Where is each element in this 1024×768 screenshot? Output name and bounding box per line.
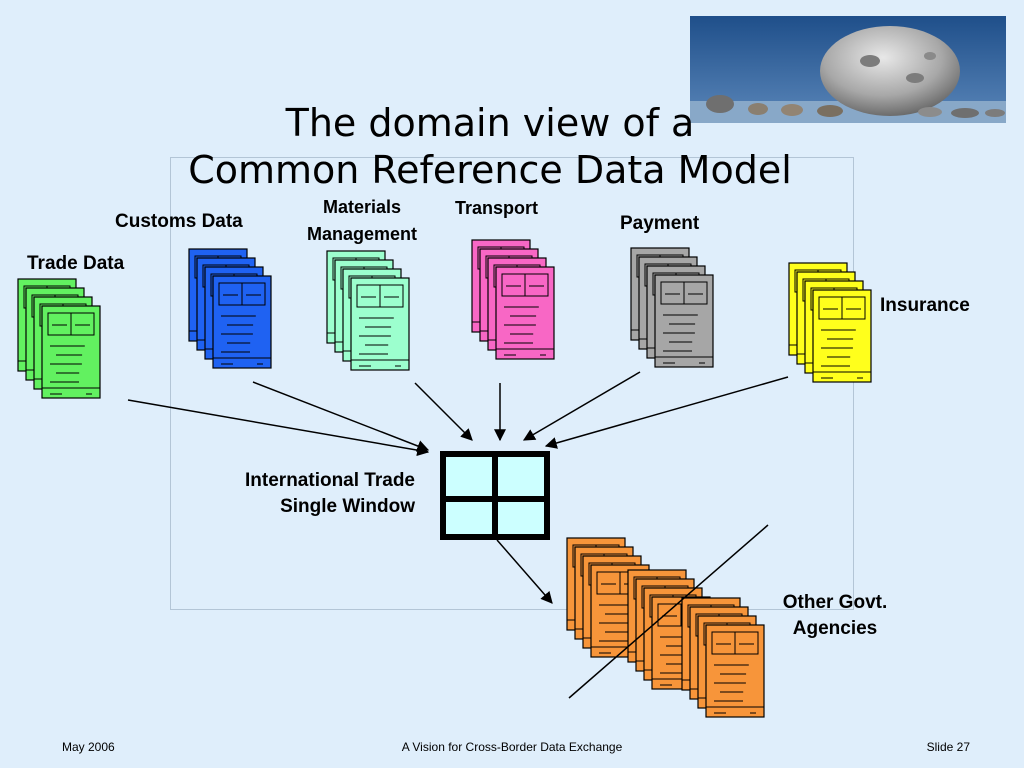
- customs-data-label: Customs Data: [115, 211, 243, 232]
- trade-arrow: [127, 399, 430, 457]
- other-govt-doc-stack-3: [681, 597, 765, 718]
- insurance-arrow: [544, 376, 789, 449]
- document-page: [705, 624, 765, 718]
- payment-doc-stack: [630, 247, 714, 368]
- document-page: [495, 266, 555, 360]
- insurance-doc-stack: [788, 262, 872, 383]
- materials-doc-stack: [326, 250, 410, 371]
- transport-label: Transport: [455, 198, 539, 218]
- strike-through-line: [568, 524, 769, 699]
- document-page: [212, 275, 272, 369]
- slide-title-line-1: The domain view of a: [285, 101, 695, 145]
- footer-date: May 2006: [62, 740, 115, 754]
- other-govt-arrow: [496, 539, 553, 604]
- customs-arrow: [252, 381, 430, 452]
- single-window-icon: [440, 451, 550, 540]
- footer-title: A Vision for Cross-Border Data Exchange: [401, 740, 623, 754]
- slide-title-line-2: Common Reference Data Model: [188, 148, 792, 192]
- trade-data-label: Trade Data: [27, 253, 125, 274]
- document-page: [41, 305, 101, 399]
- other-govt-agencies-label: Other Govt. Agencies: [782, 592, 888, 639]
- single-window-label: International Trade Single Window: [245, 470, 415, 517]
- payment-label: Payment: [620, 213, 700, 234]
- document-page: [350, 277, 410, 371]
- insurance-label: Insurance: [880, 295, 970, 316]
- trade-data-doc-stack: [17, 278, 101, 399]
- diagram-frame: [170, 157, 854, 610]
- payment-arrow: [522, 371, 641, 441]
- customs-data-doc-stack: [188, 248, 272, 369]
- transport-doc-stack: [471, 239, 555, 360]
- materials-management-label: Materials Management: [306, 197, 418, 244]
- document-page: [812, 289, 872, 383]
- document-page: [654, 274, 714, 368]
- materials-arrow: [414, 382, 473, 441]
- footer-slide-number: Slide 27: [926, 740, 970, 754]
- stones-photo: [690, 16, 1006, 123]
